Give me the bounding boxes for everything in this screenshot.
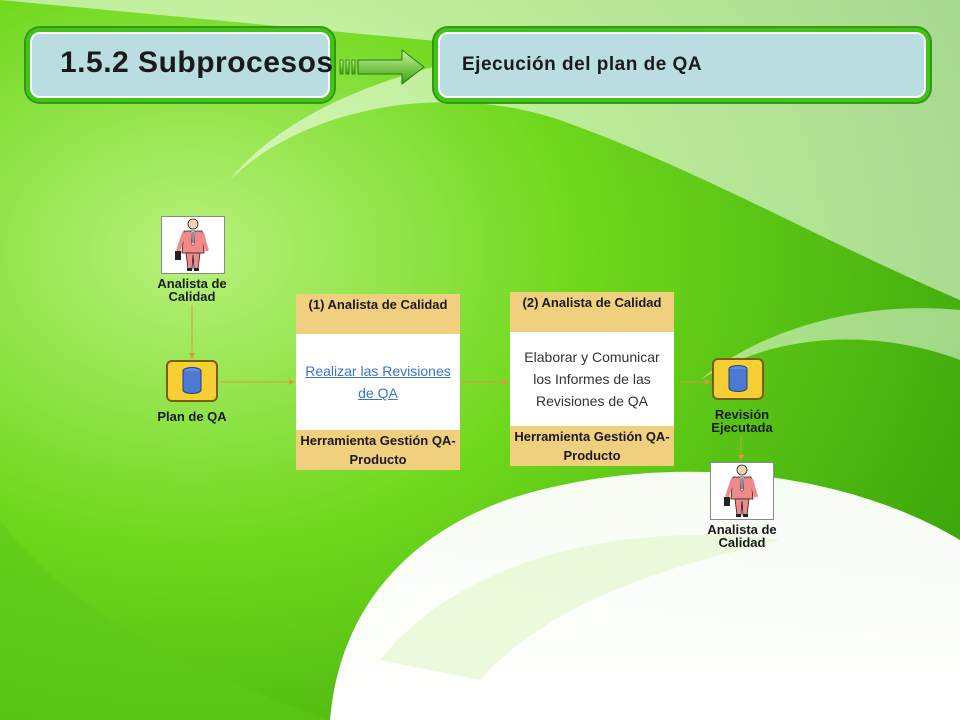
section-title-box: 1.5.2 Subprocesos [30, 32, 333, 98]
process-2: (2) Analista de Calidad Elaborar y Comun… [510, 292, 674, 466]
output-db-label: Revisión Ejecutada [711, 407, 773, 435]
actor-top-label: Analista de Calidad [157, 276, 227, 304]
database-icon [712, 358, 764, 400]
database-icon [166, 360, 218, 402]
process-2-tool: Herramienta Gestión QA-Producto [510, 426, 674, 466]
subtitle: Ejecución del plan de QA [462, 54, 703, 75]
process-1-task[interactable]: Realizar las Revisiones de QA [296, 334, 460, 430]
subtitle-box: Ejecución del plan de QA [438, 32, 926, 98]
process-2-task: Elaborar y Comunicar los Informes de las… [510, 332, 674, 426]
input-db-label: Plan de QA [157, 409, 227, 424]
process-1-task-link[interactable]: Realizar las Revisiones de QA [305, 363, 451, 401]
person-icon [710, 462, 774, 520]
right-arrow-icon [339, 48, 425, 86]
section-title: 1.5.2 Subprocesos [60, 46, 334, 79]
actor-bottom-label: Analista de Calidad [707, 522, 777, 550]
person-icon [161, 216, 225, 274]
process-1-role: (1) Analista de Calidad [296, 294, 460, 334]
process-2-role: (2) Analista de Calidad [510, 292, 674, 332]
process-1-tool: Herramienta Gestión QA-Producto [296, 430, 460, 470]
process-1: (1) Analista de Calidad Realizar las Rev… [296, 294, 460, 470]
